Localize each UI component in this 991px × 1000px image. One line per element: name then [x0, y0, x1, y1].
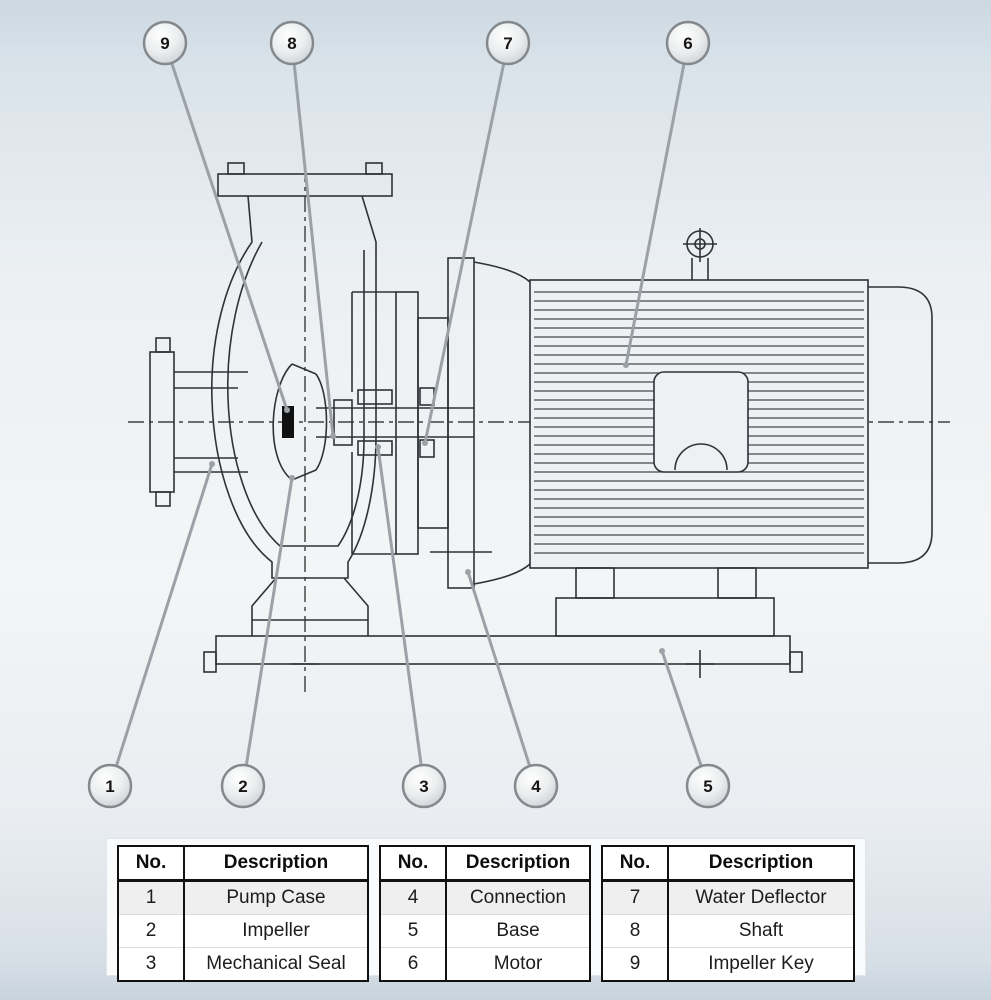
table-row: 2 Impeller — [118, 914, 368, 948]
table-row: 9 Impeller Key — [602, 947, 854, 981]
callout-3: 3 — [401, 763, 447, 809]
svg-text:8: 8 — [287, 34, 296, 53]
part-description: Pump Case — [183, 880, 368, 915]
col-header-no: No. — [118, 846, 184, 882]
callout-7: 7 — [485, 20, 531, 66]
svg-text:1: 1 — [105, 777, 114, 796]
part-no: 8 — [602, 914, 668, 948]
parts-table-3: No. Description 7 Water Deflector 8 Shaf… — [601, 845, 855, 982]
svg-text:9: 9 — [160, 34, 169, 53]
part-description: Shaft — [667, 914, 854, 948]
callout-1: 1 — [87, 763, 133, 809]
base — [203, 567, 803, 678]
col-header-no: No. — [602, 846, 668, 882]
callout-9: 9 — [142, 20, 188, 66]
table-row: 8 Shaft — [602, 914, 854, 948]
callout-2: 2 — [220, 763, 266, 809]
svg-text:4: 4 — [531, 777, 541, 796]
part-no: 1 — [118, 880, 184, 915]
table-row: 7 Water Deflector — [602, 880, 854, 915]
motor — [529, 228, 933, 569]
table-row: 1 Pump Case — [118, 880, 368, 915]
table-row: 4 Connection — [380, 880, 590, 915]
leader-lines — [108, 41, 710, 788]
table-row: 6 Motor — [380, 947, 590, 981]
bracket-and-connection — [395, 257, 531, 589]
part-no: 6 — [380, 947, 446, 981]
svg-text:7: 7 — [503, 34, 512, 53]
part-no: 5 — [380, 914, 446, 948]
part-description: Impeller Key — [667, 947, 854, 981]
table-row: 3 Mechanical Seal — [118, 947, 368, 981]
part-description: Mechanical Seal — [183, 947, 368, 981]
part-no: 2 — [118, 914, 184, 948]
pump-cross-section-drawing: 9 8 7 6 1 2 3 4 5 — [87, 20, 950, 809]
col-header-description: Description — [183, 846, 368, 882]
part-description: Motor — [445, 947, 590, 981]
svg-text:2: 2 — [238, 777, 247, 796]
col-header-no: No. — [380, 846, 446, 882]
table-header-row: No. Description — [380, 846, 590, 882]
part-description: Impeller — [183, 914, 368, 948]
col-header-description: Description — [667, 846, 854, 882]
part-no: 4 — [380, 880, 446, 915]
impeller — [272, 363, 328, 481]
part-description: Connection — [445, 880, 590, 915]
parts-table-1: No. Description 1 Pump Case 2 Impeller 3… — [117, 845, 369, 982]
svg-text:3: 3 — [419, 777, 428, 796]
callout-6: 6 — [665, 20, 711, 66]
svg-text:6: 6 — [683, 34, 692, 53]
parts-tables-panel: No. Description 1 Pump Case 2 Impeller 3… — [106, 838, 866, 982]
pump-casing — [149, 162, 396, 636]
col-header-description: Description — [445, 846, 590, 882]
callout-5: 5 — [685, 763, 731, 809]
part-description: Water Deflector — [667, 880, 854, 915]
part-no: 7 — [602, 880, 668, 915]
part-no: 3 — [118, 947, 184, 981]
table-header-row: No. Description — [118, 846, 368, 882]
part-no: 9 — [602, 947, 668, 981]
callout-4: 4 — [513, 763, 559, 809]
svg-text:5: 5 — [703, 777, 712, 796]
table-header-row: No. Description — [602, 846, 854, 882]
table-row: 5 Base — [380, 914, 590, 948]
part-description: Base — [445, 914, 590, 948]
callout-8: 8 — [269, 20, 315, 66]
parts-table-2: No. Description 4 Connection 5 Base 6 Mo… — [379, 845, 591, 982]
